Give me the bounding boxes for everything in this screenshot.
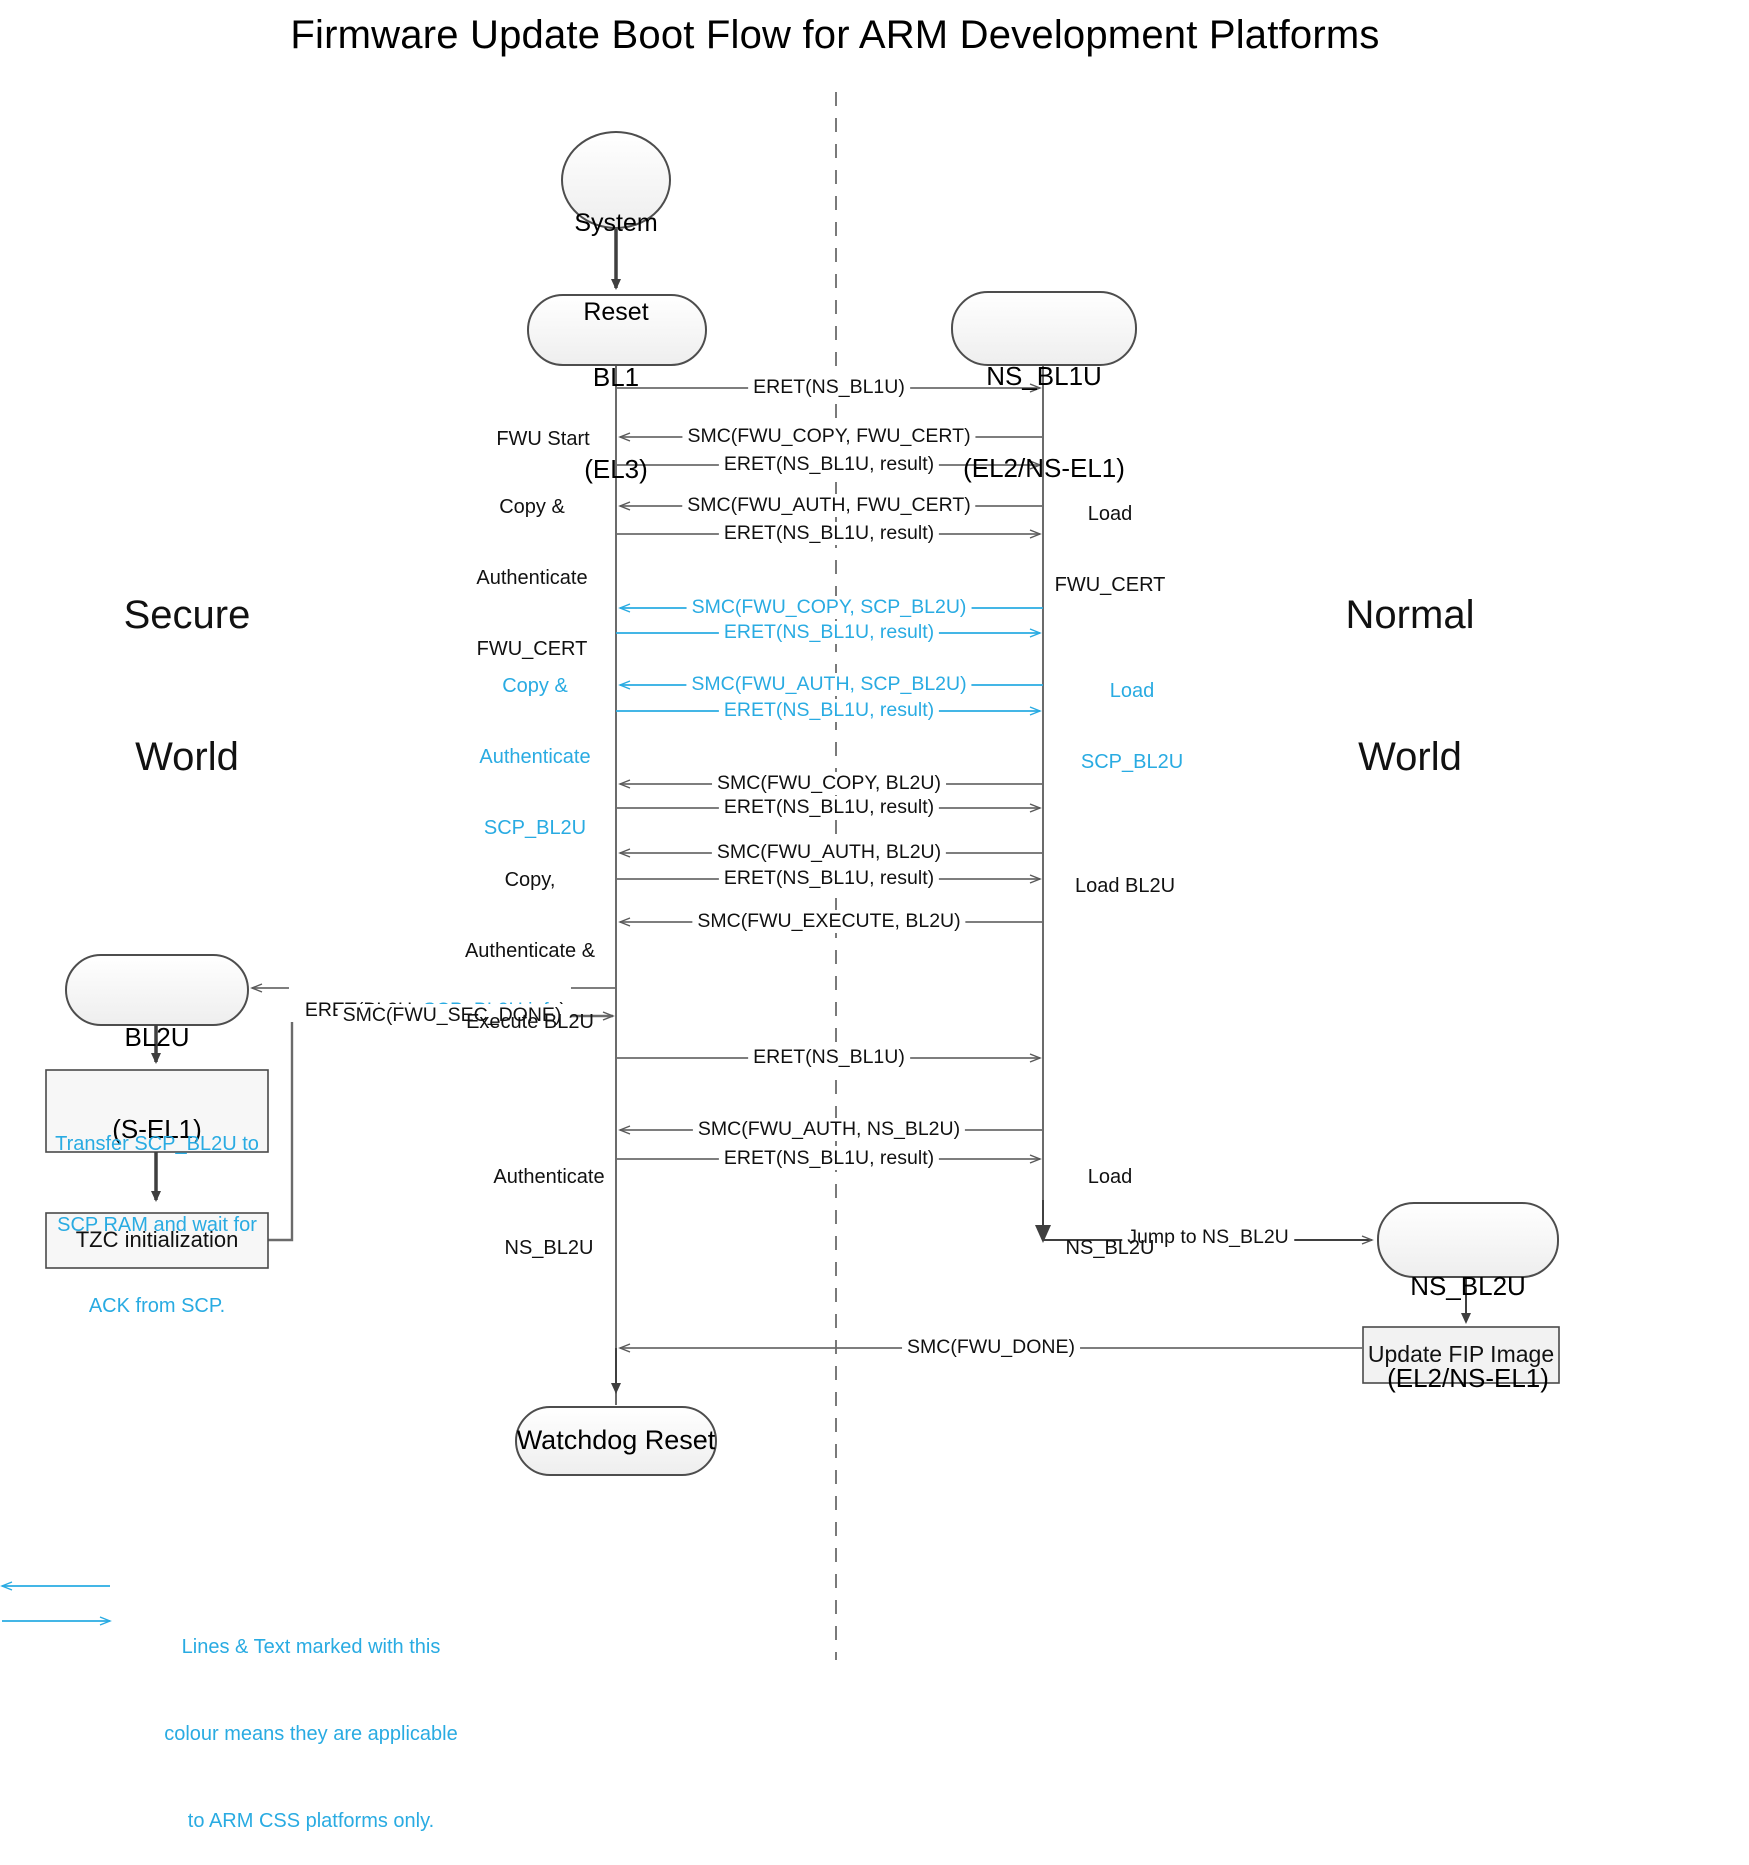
side-label-copy-auth-scp-bl2u-line2: Authenticate — [479, 745, 591, 768]
box-update-fip-shape — [1362, 1326, 1560, 1384]
side-label-copy-auth-exec-bl2u-line2: Authenticate & — [464, 939, 596, 962]
side-label-copy-auth-exec-bl2u-line1: Copy, — [504, 869, 556, 892]
node-watchdog-reset[interactable]: Watchdog Reset — [516, 1425, 716, 1455]
message-label-m1: ERET(NS_BL1U) — [748, 376, 910, 399]
box-transfer-scp: Transfer SCP_BL2U to SCP RAM and wait fo… — [49, 1077, 265, 1347]
side-label-copy-auth-fwu-cert-line1: Copy & — [499, 496, 565, 519]
side-label-load-scp-bl2u-line1: Load — [1109, 680, 1155, 703]
side-label-copy-auth-scp-bl2u-line1: Copy & — [502, 675, 568, 698]
side-label-load-scp-bl2u-line2: SCP_BL2U — [1080, 750, 1184, 773]
box-update-fip: Update FIP Image — [1367, 1341, 1555, 1367]
node-bl1-line1: BL1 — [592, 362, 640, 393]
side-label-load-ns-bl2u-line2: NS_BL2U — [1065, 1236, 1155, 1259]
side-label-fwu-start: FWU Start — [496, 381, 589, 475]
message-label-m20: Jump to NS_BL2U — [1122, 1226, 1294, 1249]
node-bl1-line2: (EL3) — [584, 454, 648, 485]
node-bl2u-line2: (S-EL1) — [112, 1114, 202, 1145]
message-label-m6: SMC(FWU_COPY, SCP_BL2U) — [686, 596, 972, 619]
side-label-copy-auth-fwu-cert: Copy & Authenticate FWU_CERT — [476, 449, 587, 685]
secure-world-line2: World — [135, 734, 239, 779]
side-label-copy-auth-fwu-cert-line3: FWU_CERT — [476, 637, 588, 660]
normal-world-line1: Normal — [1345, 593, 1475, 638]
legend-line1: Lines & Text marked with this — [181, 1636, 441, 1658]
box-transfer-scp-line1: Transfer SCP_BL2U to — [55, 1133, 259, 1155]
node-system-reset[interactable]: System Reset — [574, 150, 657, 357]
side-label-load-bl2u-line1: Load BL2U — [1074, 875, 1176, 898]
side-label-load-bl2u: Load BL2U — [1075, 828, 1175, 922]
message-label-m18: SMC(FWU_AUTH, NS_BL2U) — [692, 1118, 966, 1141]
side-label-authenticate-ns-bl2u-line2: NS_BL2U — [504, 1236, 594, 1259]
side-label-copy-auth-fwu-cert-line2: Authenticate — [476, 566, 588, 589]
box-transfer-scp-shape — [45, 1069, 269, 1153]
node-bl1[interactable]: BL1 (EL3) — [584, 301, 648, 516]
message-label-m4: SMC(FWU_AUTH, FWU_CERT) — [682, 494, 976, 517]
message-label-m9: ERET(NS_BL1U, result) — [718, 699, 940, 722]
message-label-m14: SMC(FWU_EXECUTE, BL2U) — [692, 910, 966, 933]
secure-world-line1: Secure — [123, 593, 251, 638]
box-transfer-scp-line3: ACK from SCP. — [88, 1295, 226, 1317]
node-ns-bl2u-line1: NS_BL2U — [1410, 1271, 1526, 1302]
side-label-authenticate-ns-bl2u-line1: Authenticate — [493, 1166, 605, 1189]
node-ns-bl2u[interactable]: NS_BL2U (EL2/NS-EL1) — [1387, 1210, 1549, 1425]
node-system-reset-shape — [561, 131, 671, 229]
diagram-vector-layer — [0, 92, 1560, 1660]
node-watchdog-reset-shape — [515, 1406, 717, 1476]
diagram-canvas: Firmware Update Boot Flow for ARM Develo… — [0, 13, 1560, 1832]
side-label-load-scp-bl2u: Load SCP_BL2U — [1081, 633, 1183, 798]
side-label-copy-auth-scp-bl2u: Copy & Authenticate SCP_BL2U — [479, 628, 590, 864]
node-system-reset-line1: System — [574, 209, 658, 237]
legend-line3: to ARM CSS platforms only. — [187, 1810, 435, 1832]
message-label-m21: SMC(FWU_DONE) — [902, 1336, 1080, 1359]
box-transfer-scp-line2: SCP RAM and wait for — [57, 1214, 257, 1236]
message-label-m7: ERET(NS_BL1U, result) — [718, 621, 940, 644]
side-label-load-fwu-cert: Load FWU_CERT — [1055, 456, 1166, 621]
secure-world-label: Secure World — [124, 498, 251, 828]
message-label-m3: ERET(NS_BL1U, result) — [718, 453, 940, 476]
message-label-m16: SMC(FWU_SEC_DONE) — [337, 1004, 567, 1027]
side-label-load-fwu-cert-line1: Load — [1087, 503, 1133, 526]
node-ns-bl2u-shape — [1377, 1202, 1559, 1278]
message-label-m19: ERET(NS_BL1U, result) — [718, 1147, 940, 1170]
node-ns-bl1u-line2: (EL2/NS-EL1) — [963, 453, 1125, 484]
message-label-m12: SMC(FWU_AUTH, BL2U) — [711, 841, 947, 864]
node-system-reset-line2: Reset — [583, 297, 649, 326]
side-label-load-ns-bl2u: Load NS_BL2U — [1066, 1119, 1155, 1284]
normal-world-line2: World — [1358, 734, 1462, 779]
message-label-m13: ERET(NS_BL1U, result) — [718, 867, 940, 890]
side-label-authenticate-ns-bl2u: Authenticate NS_BL2U — [493, 1119, 604, 1284]
side-label-load-fwu-cert-line2: FWU_CERT — [1054, 573, 1166, 596]
message-label-m2: SMC(FWU_COPY, FWU_CERT) — [682, 425, 976, 448]
message-label-m8: SMC(FWU_AUTH, SCP_BL2U) — [686, 673, 972, 696]
message-label-m17: ERET(NS_BL1U) — [748, 1046, 910, 1069]
side-label-fwu-start-line1: FWU Start — [496, 428, 590, 451]
arrowhead-ns-bl1u-down — [1035, 1225, 1051, 1243]
side-label-copy-auth-exec-bl2u-line3: Execute BL2U — [466, 1010, 594, 1033]
message-label-m11: ERET(NS_BL1U, result) — [718, 796, 940, 819]
node-ns-bl1u[interactable]: NS_BL1U (EL2/NS-EL1) — [963, 300, 1125, 515]
box-tzc-init: TZC initialization — [75, 1227, 239, 1252]
message-label-m5: ERET(NS_BL1U, result) — [718, 522, 940, 545]
side-label-copy-auth-scp-bl2u-line3: SCP_BL2U — [483, 816, 587, 839]
node-ns-bl2u-line2: (EL2/NS-EL1) — [1387, 1363, 1549, 1394]
box-tzc-init-shape — [45, 1212, 269, 1269]
normal-world-label: Normal World — [1346, 498, 1475, 828]
legend-text: Lines & Text marked with this colour mea… — [164, 1575, 458, 1865]
side-label-copy-auth-exec-bl2u: Copy, Authenticate & Execute BL2U — [465, 822, 595, 1058]
side-label-load-ns-bl2u-line1: Load — [1087, 1166, 1133, 1189]
node-ns-bl1u-shape — [951, 291, 1137, 366]
legend-line2: colour means they are applicable — [164, 1723, 458, 1745]
node-bl1-shape — [527, 294, 707, 366]
node-bl2u[interactable]: BL2U (S-EL1) — [112, 961, 202, 1176]
node-bl2u-line1: BL2U — [124, 1022, 190, 1053]
page-title: Firmware Update Boot Flow for ARM Develo… — [290, 13, 1380, 57]
node-ns-bl1u-line1: NS_BL1U — [986, 361, 1102, 392]
message-label-m10: SMC(FWU_COPY, BL2U) — [712, 772, 946, 795]
